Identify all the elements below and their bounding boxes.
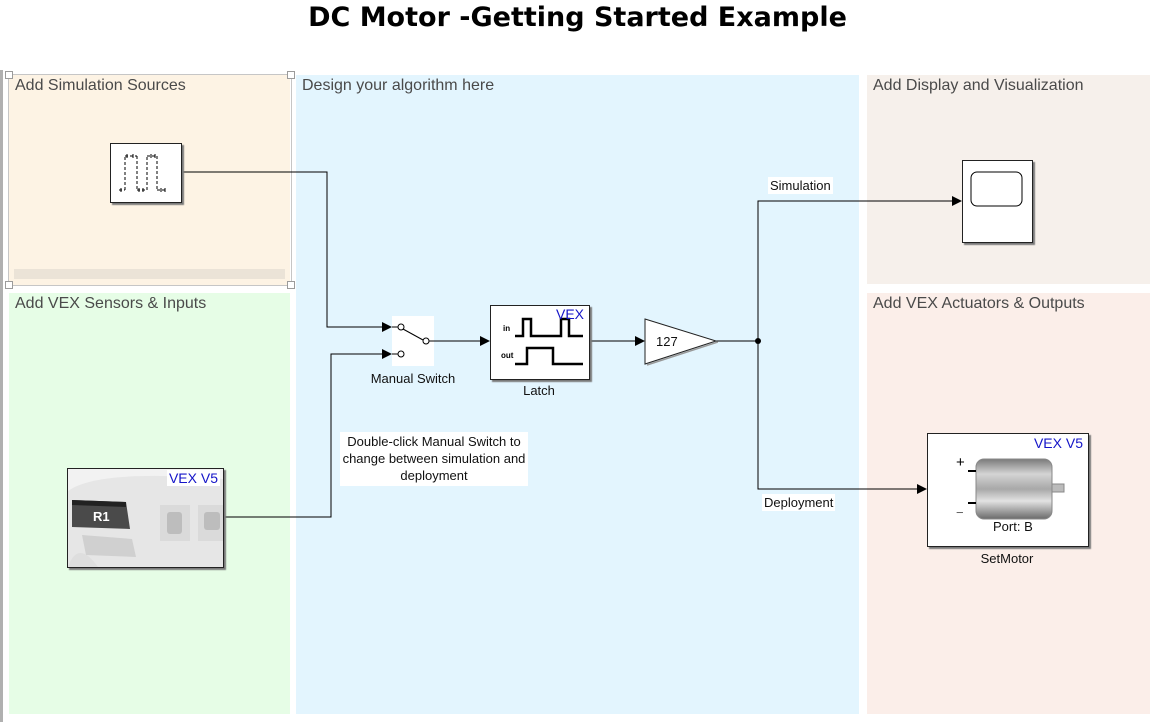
resize-handle[interactable] <box>287 71 295 79</box>
area-label: Add VEX Sensors & Inputs <box>15 295 207 312</box>
vex-v5-tag: VEX V5 <box>166 470 220 486</box>
manual-switch-icon <box>392 323 434 358</box>
latch-caption: Latch <box>523 383 555 398</box>
motor-port-label: Port: B <box>993 519 1033 534</box>
r1-button-label: R1 <box>93 509 110 524</box>
dc-motor-icon <box>968 458 1065 520</box>
scope-icon <box>970 171 1023 207</box>
pulse-generator-block[interactable] <box>110 143 182 203</box>
latch-out-label: out <box>501 351 514 360</box>
manual-switch-block[interactable] <box>392 316 434 366</box>
area-label: Design your algorithm here <box>302 77 495 94</box>
latch-in-label: in <box>503 324 510 333</box>
area-drag-bar[interactable] <box>14 269 285 279</box>
annotation-note[interactable]: Double-click Manual Switch to change bet… <box>340 432 528 486</box>
vex-v5-tag: VEX V5 <box>1031 435 1085 451</box>
gain-value: 127 <box>656 334 678 349</box>
latch-block[interactable]: in out VEX <box>490 305 590 380</box>
area-label: Add VEX Actuators & Outputs <box>873 295 1085 312</box>
gain-triangle-icon <box>644 318 719 366</box>
manual-switch-caption: Manual Switch <box>370 371 456 386</box>
resize-handle[interactable] <box>5 71 13 79</box>
resize-handle[interactable] <box>5 281 13 289</box>
resize-handle[interactable] <box>287 281 295 289</box>
model-title: DC Motor -Getting Started Example <box>308 2 847 33</box>
gain-block[interactable]: 127 <box>644 318 719 366</box>
set-motor-caption: SetMotor <box>980 551 1034 566</box>
pulse-generator-icon <box>119 154 167 192</box>
scope-block[interactable] <box>962 160 1033 243</box>
motor-minus-label: − <box>956 505 964 520</box>
canvas-left-edge <box>0 70 3 722</box>
signal-label-deployment[interactable]: Deployment <box>762 494 836 511</box>
set-motor-block[interactable]: + − Port: B VEX V5 <box>927 433 1089 547</box>
vex-tag: VEX <box>555 306 584 322</box>
motor-plus-label: + <box>956 454 965 471</box>
latch-waveform-icon: in out <box>501 317 583 366</box>
signal-label-simulation[interactable]: Simulation <box>768 177 833 194</box>
vex-controller-icon <box>68 475 223 567</box>
area-label: Add Simulation Sources <box>15 77 186 94</box>
area-label: Add Display and Visualization <box>873 77 1084 94</box>
vex-controller-block[interactable]: R1 VEX V5 <box>67 468 224 568</box>
